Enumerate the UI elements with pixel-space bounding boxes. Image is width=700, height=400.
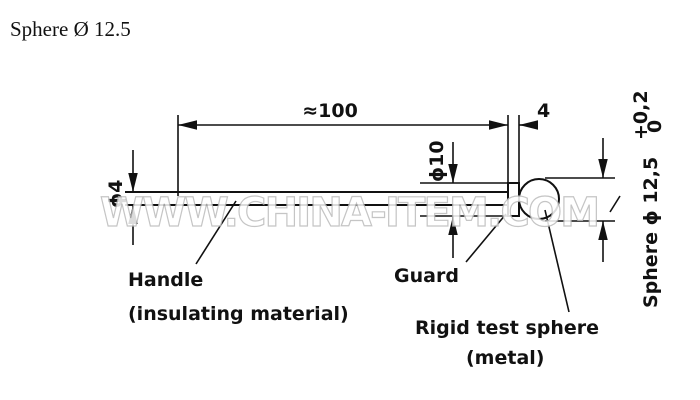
sphere-diameter-label: Sphere ϕ 12,5 +0,2 0 [630,90,666,308]
sphere-leader [544,209,570,313]
sphere-dimension-leader [609,195,621,213]
handle-material-label: (insulating material) [128,303,349,325]
svg-text:0: 0 [644,120,666,133]
test-sphere [518,178,560,220]
svg-text:Sphere ϕ 12,5: Sphere ϕ 12,5 [640,157,662,308]
handle-label: Handle [128,269,203,291]
svg-text:+0,2: +0,2 [630,90,652,140]
guard-label: Guard [394,265,459,287]
guard-width-label: 4 [537,100,550,122]
sphere-material-label: (metal) [466,347,544,369]
watermark: WWW.CHINA-ITEM.COM [100,190,600,236]
title: Sphere Ø 12.5 [10,17,131,41]
length-label: ≈100 [302,100,358,122]
handle-diameter-label: ϕ4 [105,180,127,208]
guard-leader [465,213,507,263]
sphere-label: Rigid test sphere [415,317,599,339]
handle-leader [195,200,237,265]
guard-diameter-label: ϕ10 [426,140,448,182]
